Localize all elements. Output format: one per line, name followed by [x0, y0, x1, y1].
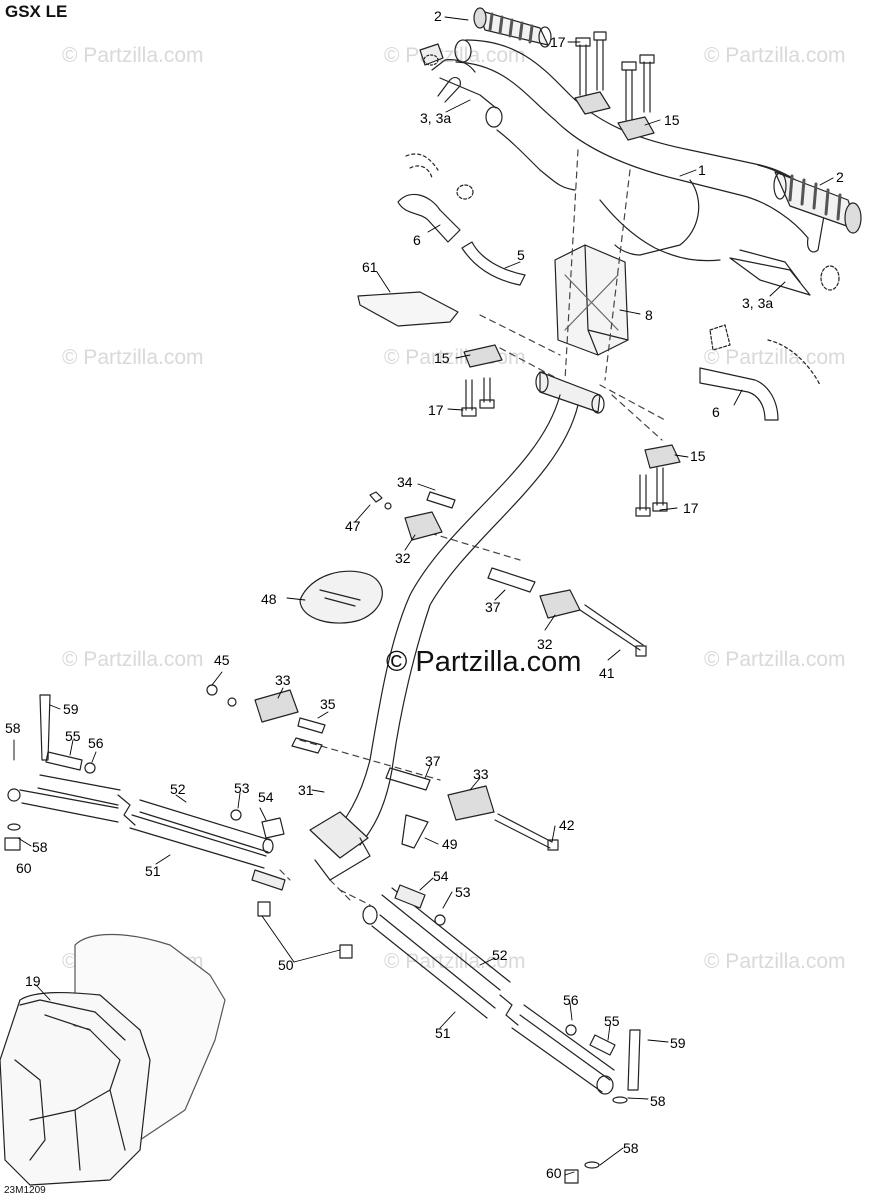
grip-right-part [773, 171, 862, 234]
callout-label: 56 [563, 992, 579, 1008]
callout-label: 47 [345, 518, 361, 534]
callout-label: 50 [278, 957, 294, 973]
watermark: © Partzilla.com [62, 44, 204, 67]
callout-label: 17 [428, 402, 444, 418]
callout-label: 32 [395, 550, 411, 566]
callout-lines [13, 16, 834, 1176]
tie-rod-right-part [339, 884, 641, 1184]
drawing-code: 23M1209 [4, 1185, 46, 1196]
callout-label: 2 [836, 169, 844, 185]
watermark: © Partzilla.com [384, 950, 526, 973]
watermark: © Partzilla.com [62, 346, 204, 369]
callout-label: 32 [537, 636, 553, 652]
long-bolt-part [494, 604, 647, 851]
callout-label: 31 [298, 782, 314, 798]
watermark: © Partzilla.com [704, 648, 846, 671]
clamp-part [463, 91, 681, 469]
callout-label: 1 [698, 162, 706, 178]
callout-label: 60 [16, 860, 32, 876]
callout-label: 51 [145, 863, 161, 879]
callout-label: 54 [258, 789, 274, 805]
callout-label: 53 [234, 780, 250, 796]
callout-label: 58 [623, 1140, 639, 1156]
callout-label: 17 [550, 34, 566, 50]
callout-label: 15 [664, 112, 680, 128]
callout-label: 33 [275, 672, 291, 688]
callout-label: 41 [599, 665, 615, 681]
cover-part [299, 570, 383, 624]
callout-label: 48 [261, 591, 277, 607]
hardware-part [84, 491, 577, 1036]
callout-label: 59 [63, 701, 79, 717]
callout-label: 6 [712, 404, 720, 420]
callout-label: 61 [362, 259, 378, 275]
callout-label: 58 [32, 839, 48, 855]
callout-label: 17 [683, 500, 699, 516]
tie-rod-clamp-part [254, 511, 581, 821]
callout-label: 45 [214, 652, 230, 668]
callout-label: 51 [435, 1025, 451, 1041]
callout-label: 19 [25, 973, 41, 989]
bolt-part [461, 31, 668, 517]
callout-label: 55 [604, 1013, 620, 1029]
callout-label: 37 [425, 753, 441, 769]
callout-label: 5 [517, 247, 525, 263]
callout-label: 15 [434, 350, 450, 366]
watermark: © Partzilla.com [704, 44, 846, 67]
callout-label: 49 [442, 836, 458, 852]
watermark: © Partzilla.com [62, 648, 204, 671]
watermark: © Partzilla.com [384, 44, 526, 67]
callout-label: 55 [65, 728, 81, 744]
callout-label: 58 [650, 1093, 666, 1109]
watermark: © Partzilla.com [704, 950, 846, 973]
callout-label: 59 [670, 1035, 686, 1051]
callout-label: 56 [88, 735, 104, 751]
callout-label: 3, 3a [420, 110, 452, 126]
riser-block-part [554, 244, 629, 356]
handlebar-part [431, 39, 826, 262]
heater-element-part [437, 76, 811, 296]
watermark-main: © Partzilla.com [386, 646, 582, 678]
sleeve-part [397, 43, 840, 421]
callout-label: 53 [455, 884, 471, 900]
watermark: © Partzilla.com [704, 346, 846, 369]
callout-label: 33 [473, 766, 489, 782]
callout-label: 60 [546, 1165, 562, 1181]
callout-label: 42 [559, 817, 575, 833]
steering-column-part [309, 371, 605, 881]
callout-label: 58 [5, 720, 21, 736]
alignment-lines [279, 149, 666, 906]
grip-left-part [473, 7, 552, 48]
plate-part [357, 291, 459, 327]
steering-cover-part: ~~~~ [0, 933, 226, 1186]
callout-label: 2 [434, 8, 442, 24]
callout-label: 35 [320, 696, 336, 712]
svg-text:~~~~: ~~~~ [72, 1021, 92, 1034]
callout-label: 52 [170, 781, 186, 797]
callout-label: 3, 3a [742, 295, 774, 311]
callout-label: 52 [492, 947, 508, 963]
diagram-title: GSX LE [5, 2, 68, 21]
callout-label: 6 [413, 232, 421, 248]
tie-rod-left-part [4, 694, 286, 917]
callout-label: 15 [690, 448, 706, 464]
callout-label: 34 [397, 474, 413, 490]
callout-label: 54 [433, 868, 449, 884]
callout-label: 8 [645, 307, 653, 323]
callout-label: 37 [485, 599, 501, 615]
